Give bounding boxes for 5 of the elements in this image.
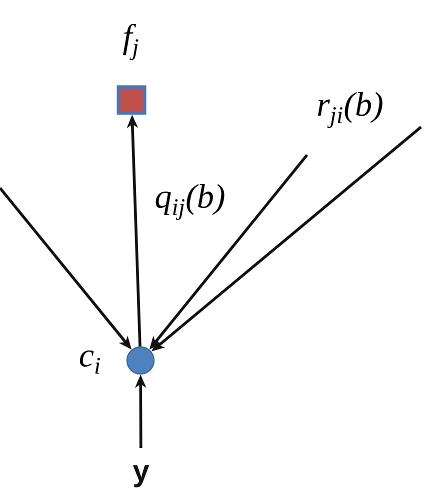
edge-label: q$_{ij}$(b) [156, 184, 224, 220]
node-label: f$_{j}$ [123, 24, 138, 60]
node-label: c$_{i}$ [80, 350, 100, 374]
variable-label: y [132, 465, 150, 488]
message-label: r$_{ji}$(b) [318, 92, 382, 128]
